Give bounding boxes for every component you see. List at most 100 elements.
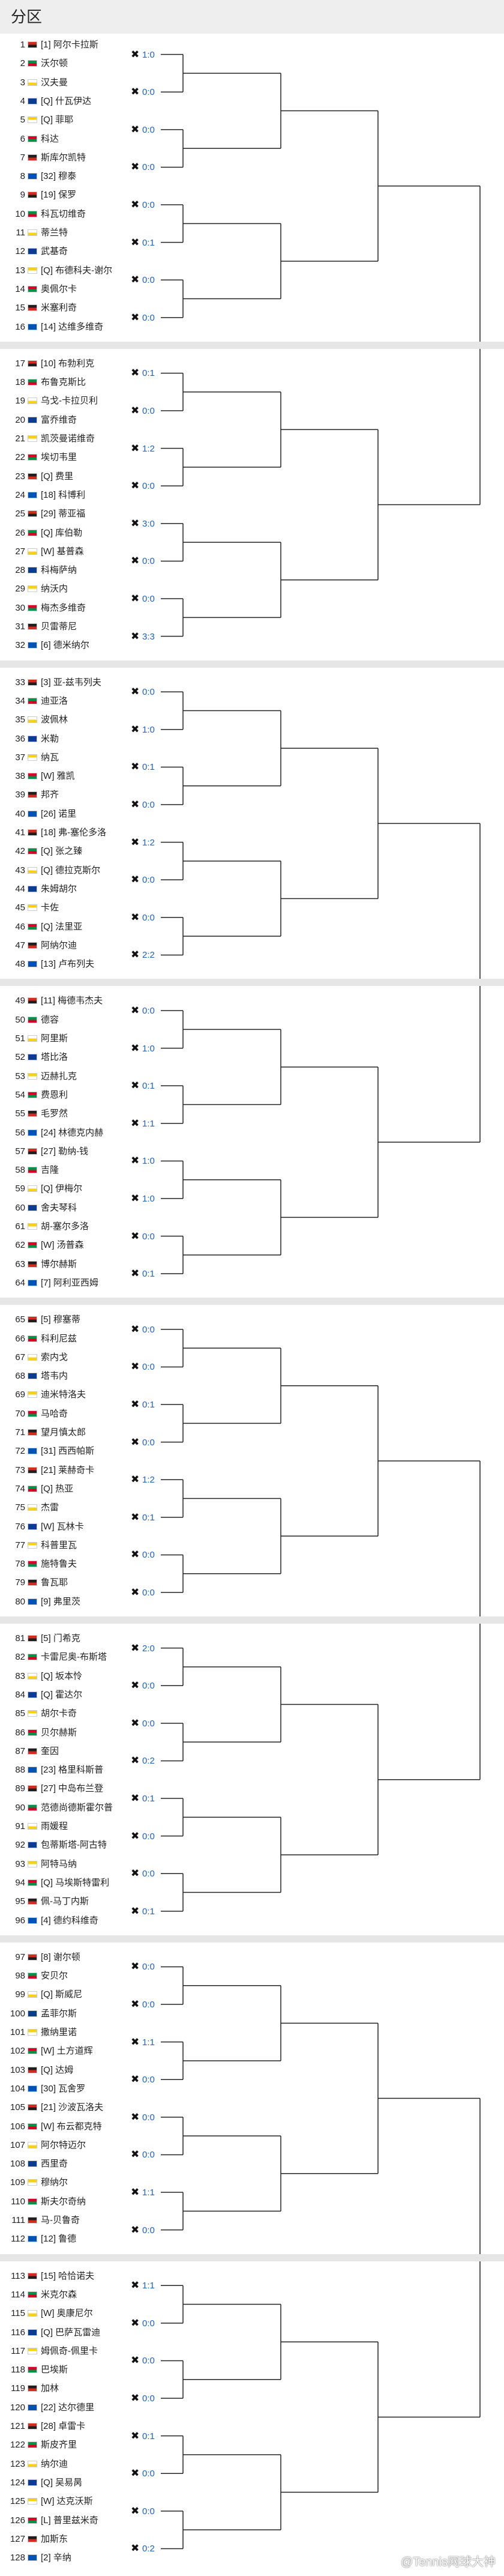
- match-score[interactable]: ✖0:2: [131, 2541, 155, 2556]
- match-score[interactable]: ✖1:0: [131, 47, 155, 62]
- player-row[interactable]: 125[W] 达克沃斯: [0, 2493, 132, 2511]
- player-row[interactable]: 80[9] 弗里茨: [0, 1593, 132, 1611]
- match-score[interactable]: ✖0:0: [131, 872, 155, 887]
- player-row[interactable]: 115[W] 奥康尼尔: [0, 2305, 132, 2323]
- match-score[interactable]: ✖0:0: [131, 2466, 155, 2481]
- match-score[interactable]: ✖0:0: [131, 273, 155, 287]
- player-row[interactable]: 121[28] 卓雷卡: [0, 2417, 132, 2435]
- player-row[interactable]: 27[W] 基普森: [0, 543, 132, 561]
- match-score[interactable]: ✖1:0: [131, 1153, 155, 1168]
- player-row[interactable]: 81[5] 门希克: [0, 1630, 132, 1648]
- player-row[interactable]: 83[Q] 坂本怜: [0, 1667, 132, 1686]
- match-score[interactable]: ✖1:1: [131, 1116, 155, 1131]
- player-row[interactable]: 5[Q] 菲耶: [0, 111, 132, 129]
- player-row[interactable]: 24[18] 科博利: [0, 486, 132, 504]
- match-score[interactable]: ✖0:0: [131, 1716, 155, 1731]
- match-score[interactable]: ✖0:0: [131, 1003, 155, 1018]
- match-score[interactable]: ✖0:0: [131, 2147, 155, 2162]
- player-row[interactable]: 65[5] 穆塞蒂: [0, 1311, 132, 1329]
- player-row[interactable]: 1[1] 阿尔卡拉斯: [0, 36, 132, 54]
- match-score[interactable]: ✖0:0: [131, 479, 155, 493]
- player-row[interactable]: 112[12] 鲁德: [0, 2230, 132, 2248]
- match-score[interactable]: ✖1:0: [131, 1191, 155, 1206]
- player-row[interactable]: 64[7] 阿利亚西姆: [0, 1274, 132, 1292]
- player-row[interactable]: 13[Q] 布德科夫-谢尔: [0, 262, 132, 280]
- player-row[interactable]: 84[Q] 霍达尔: [0, 1686, 132, 1704]
- player-row[interactable]: 94[Q] 马埃斯特雷利: [0, 1874, 132, 1892]
- player-row[interactable]: 97[8] 谢尔顿: [0, 1949, 132, 1967]
- match-score[interactable]: ✖0:1: [131, 760, 155, 774]
- player-row[interactable]: 59[Q] 伊梅尔: [0, 1180, 132, 1198]
- match-score[interactable]: ✖0:1: [131, 1791, 155, 1806]
- player-row[interactable]: 38[W] 雅凯: [0, 767, 132, 785]
- player-row[interactable]: 32[6] 德米纳尔: [0, 636, 132, 655]
- match-score[interactable]: ✖0:0: [131, 2072, 155, 2087]
- player-row[interactable]: 23[Q] 费里: [0, 468, 132, 486]
- player-row[interactable]: 25[29] 蒂亚福: [0, 505, 132, 523]
- match-score[interactable]: ✖0:0: [131, 910, 155, 925]
- player-row[interactable]: 120[22] 达尔德里: [0, 2399, 132, 2417]
- match-score[interactable]: ✖1:0: [131, 722, 155, 737]
- match-score[interactable]: ✖1:0: [131, 1041, 155, 1056]
- match-score[interactable]: ✖0:0: [131, 1829, 155, 1843]
- match-score[interactable]: ✖0:0: [131, 310, 155, 325]
- player-row[interactable]: 43[Q] 德拉克斯尔: [0, 862, 132, 880]
- match-score[interactable]: ✖0:0: [131, 2110, 155, 2124]
- player-row[interactable]: 105[21] 沙波瓦洛夫: [0, 2099, 132, 2117]
- match-score[interactable]: ✖0:0: [131, 2316, 155, 2330]
- match-score[interactable]: ✖0:0: [131, 1997, 155, 2012]
- player-row[interactable]: 89[27] 中岛布兰登: [0, 1780, 132, 1798]
- player-row[interactable]: 56[24] 林德克内赫: [0, 1124, 132, 1142]
- player-row[interactable]: 4[Q] 什瓦伊达: [0, 92, 132, 110]
- player-row[interactable]: 76[W] 瓦林卡: [0, 1518, 132, 1536]
- match-score[interactable]: ✖1:1: [131, 2185, 155, 2200]
- match-score[interactable]: ✖0:0: [131, 2353, 155, 2368]
- player-row[interactable]: 74[Q] 热亚: [0, 1480, 132, 1498]
- match-score[interactable]: ✖1:2: [131, 835, 155, 850]
- player-row[interactable]: 48[13] 卢布列夫: [0, 955, 132, 973]
- match-score[interactable]: ✖0:0: [131, 2391, 155, 2405]
- player-row[interactable]: 72[31] 西西帕斯: [0, 1442, 132, 1460]
- match-score[interactable]: ✖0:1: [131, 1904, 155, 1918]
- match-score[interactable]: ✖2:0: [131, 1641, 155, 1655]
- match-score[interactable]: ✖0:2: [131, 1753, 155, 1768]
- player-row[interactable]: 57[27] 勒纳-钱: [0, 1143, 132, 1161]
- match-score[interactable]: ✖0:0: [131, 1959, 155, 1974]
- match-score[interactable]: ✖0:0: [131, 1229, 155, 1244]
- match-score[interactable]: ✖0:0: [131, 160, 155, 174]
- match-score[interactable]: ✖0:1: [131, 1510, 155, 1525]
- match-score[interactable]: ✖0:0: [131, 404, 155, 418]
